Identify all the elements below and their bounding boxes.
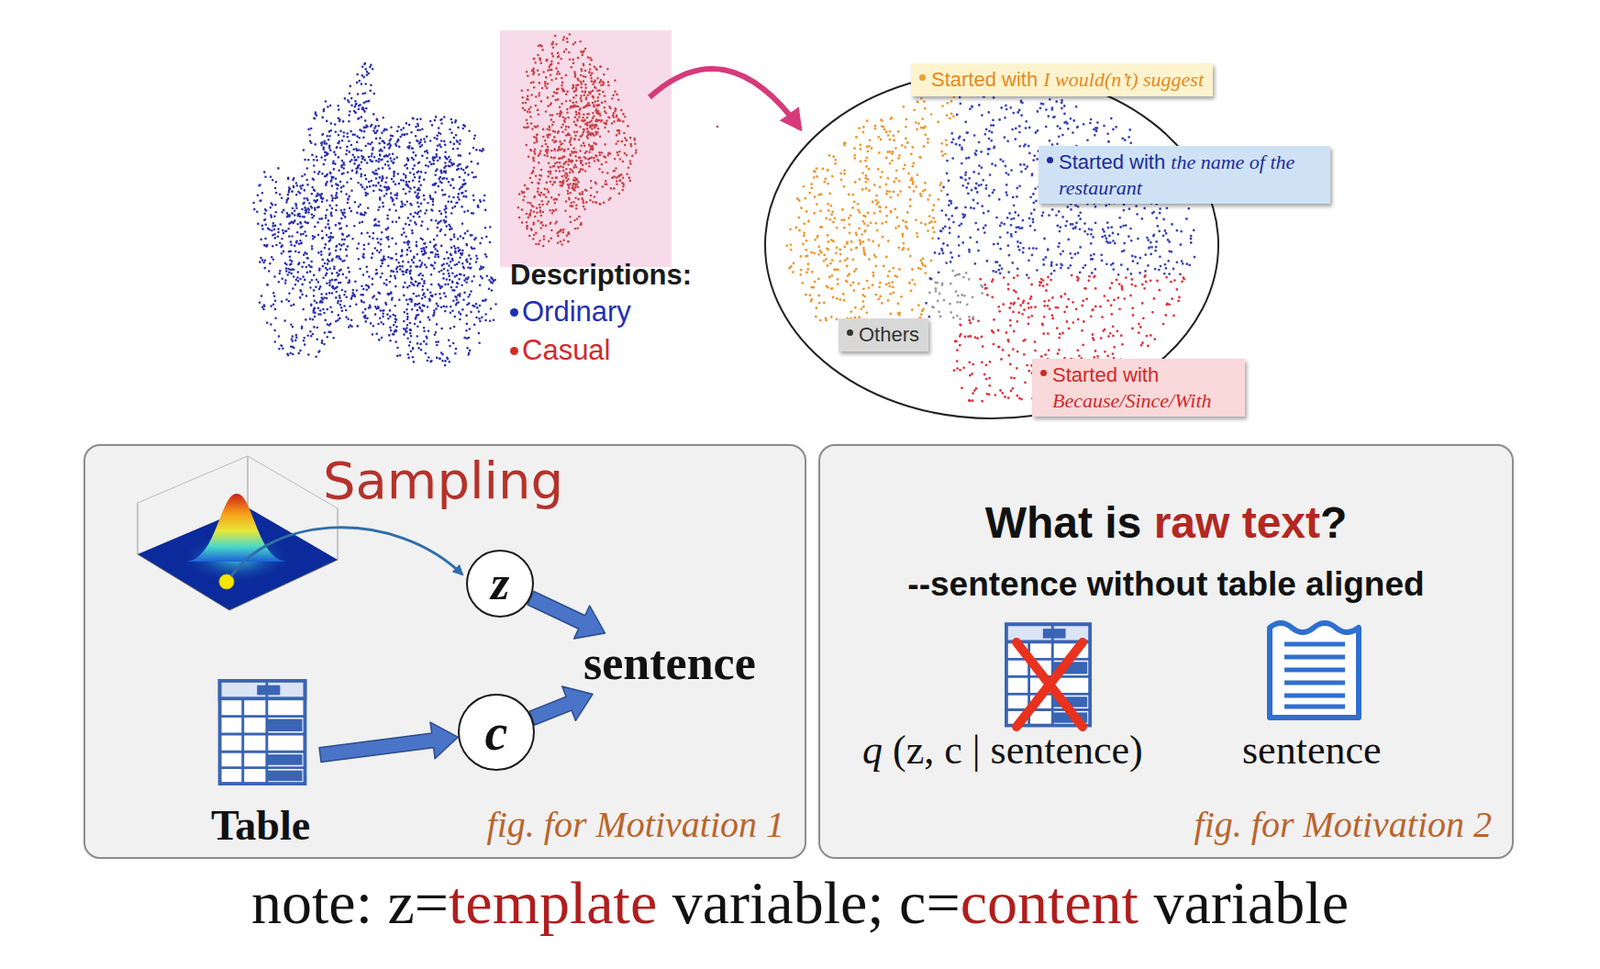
block-arrow	[529, 686, 593, 725]
cross-mark	[1016, 642, 1083, 727]
legend-text: Ordinary	[522, 295, 632, 328]
text-run: template	[448, 868, 657, 936]
annotation: sentence	[1242, 726, 1381, 774]
figure-caption: note: z=template variable; c=content var…	[0, 867, 1600, 938]
bullet-dot	[919, 74, 926, 81]
text-run: variable; c=	[656, 868, 960, 936]
cross-mark	[1016, 642, 1083, 727]
text-run: Started with	[1058, 150, 1171, 174]
legend-text: Casual	[522, 333, 612, 367]
axis-line	[137, 455, 248, 503]
legend-title: Descriptions:	[510, 258, 692, 292]
text-run: What is	[985, 498, 1155, 547]
text-run: raw text	[1154, 498, 1321, 547]
document-outline	[1269, 622, 1359, 718]
text-run: variable	[1138, 868, 1349, 936]
document-line	[1284, 680, 1345, 686]
text-run: sentence	[583, 636, 756, 689]
panel-fill	[818, 444, 1514, 859]
gaussian-plot	[137, 455, 338, 611]
text-run: note: z=	[251, 868, 449, 936]
panel-subheading: --sentence without table aligned	[820, 565, 1512, 604]
legend-row: Casual	[510, 333, 612, 367]
text-run: Sampling	[322, 450, 564, 511]
sampling-arrow	[231, 527, 463, 577]
callout-text: Started with Because/Since/With	[1052, 362, 1236, 413]
legend-swatch	[510, 308, 519, 317]
text-run: Because/Since/With	[1052, 388, 1212, 412]
legend-row: Ordinary	[510, 295, 632, 329]
zoom-ellipse	[765, 71, 1219, 419]
figure-panel: What is raw text? --sentence without tabl…	[818, 444, 1514, 859]
bullet-dot	[1046, 156, 1054, 164]
text-run: ?	[1320, 498, 1347, 547]
document-line	[1284, 693, 1345, 699]
document-line	[1284, 655, 1345, 660]
callout-box: Started with I would(n’t) suggest	[911, 63, 1213, 97]
axis-line	[137, 554, 230, 611]
text-run: fig. for Motivation 2	[1194, 803, 1492, 845]
callout-text: Started with I would(n’t) suggest	[931, 66, 1204, 93]
axis-line	[337, 508, 339, 560]
panel-fill	[83, 444, 807, 859]
text-run: --sentence without table aligned	[907, 565, 1424, 603]
scatter-dots	[954, 275, 1185, 401]
axis-line	[247, 455, 249, 508]
document-line	[1284, 704, 1345, 710]
callout-box: Others	[838, 318, 929, 352]
text-run: I would(n’t) suggest	[1043, 67, 1204, 91]
text-run: content	[960, 868, 1139, 936]
document-icon	[1269, 622, 1359, 718]
table-node: Table	[200, 674, 321, 851]
scatter-dots	[518, 34, 718, 247]
gaussian-peak	[186, 493, 288, 562]
document-line	[1284, 667, 1345, 673]
node-text: Table	[200, 801, 321, 851]
variable-name: c	[485, 706, 509, 758]
callout-text: Others	[858, 322, 920, 348]
bullet-dot	[846, 329, 854, 336]
callout-text: Started with the name of the restaurant	[1058, 149, 1322, 200]
scatter-dots	[254, 63, 497, 366]
variable-circle: c	[457, 693, 535, 771]
callout-box: Started with the name of the restaurant	[1038, 145, 1331, 204]
text-run: sentence	[1242, 727, 1381, 773]
block-arrow	[319, 722, 458, 763]
callout-box: Started with Because/Since/With	[1032, 358, 1245, 417]
text-run: q	[862, 727, 883, 773]
text-run: c	[485, 703, 509, 761]
zoom-arrow	[649, 68, 800, 129]
text-run: Descriptions:	[510, 258, 692, 291]
formula: q (z, c | sentence)	[862, 726, 1144, 774]
axis-line	[137, 502, 139, 555]
node-text: sentence	[583, 634, 756, 692]
panel-caption: fig. for Motivation 2	[1194, 802, 1492, 846]
text-run: Table	[211, 801, 311, 849]
sentence-node: sentence	[577, 633, 762, 694]
scatter-dots	[787, 92, 955, 321]
variable-circle: z	[466, 549, 534, 618]
text-run: (z, c | sentence)	[882, 727, 1144, 773]
annotation: Sampling	[322, 450, 564, 511]
panel-caption: fig. for Motivation 1	[487, 802, 785, 846]
highlight-band	[500, 30, 672, 267]
axis-line	[229, 559, 338, 611]
text-run: Started with	[1052, 363, 1159, 387]
variable-name: z	[490, 559, 510, 608]
bullet-dot	[1040, 369, 1047, 377]
text-run: Started with	[931, 67, 1044, 91]
panel-heading: What is raw text?	[820, 497, 1512, 548]
scatter-dots	[929, 270, 983, 320]
text-run: z	[490, 556, 510, 610]
document-line	[1284, 642, 1345, 647]
legend-swatch	[510, 346, 519, 356]
text-run: Others	[858, 322, 920, 346]
table-icon	[220, 680, 306, 784]
block-arrow	[527, 591, 605, 640]
text-run: fig. for Motivation 1	[487, 803, 785, 845]
